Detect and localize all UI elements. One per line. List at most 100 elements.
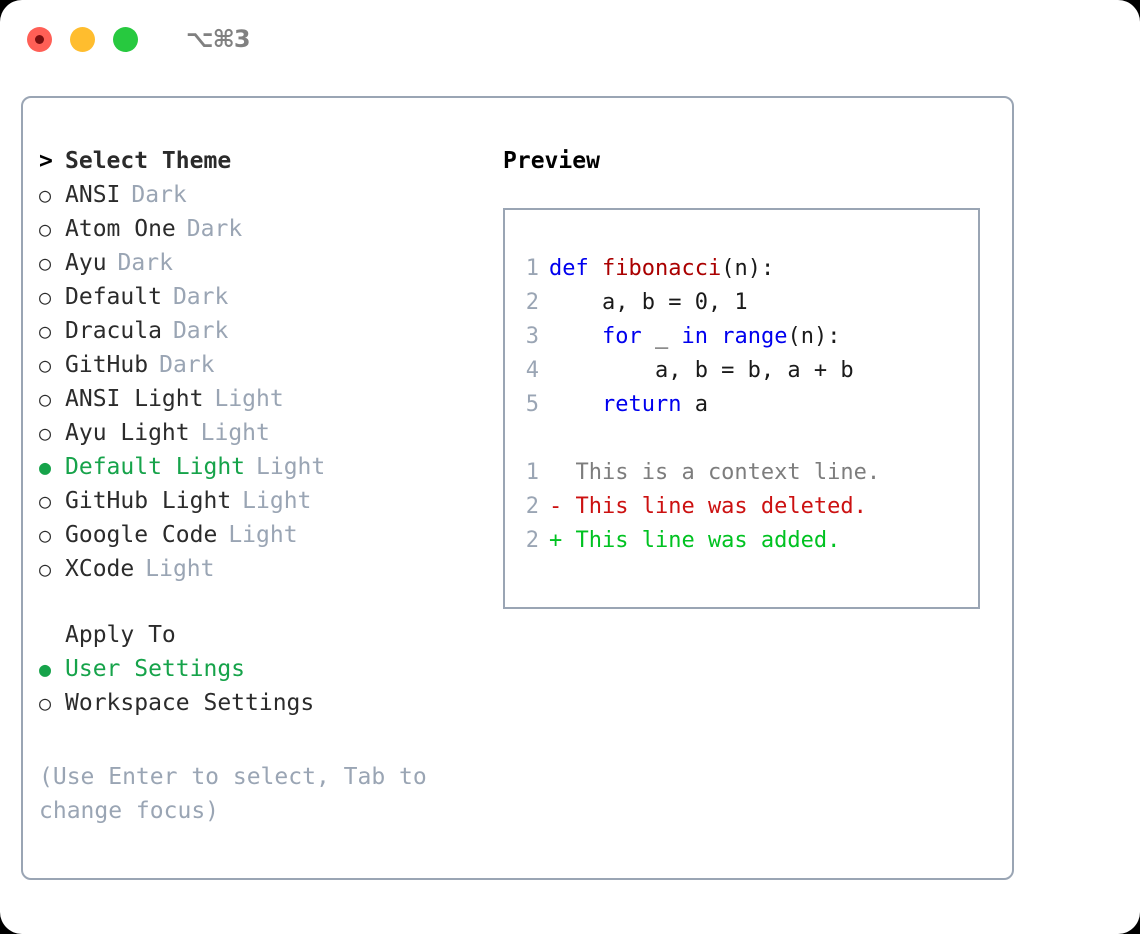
radio-unselected-icon: ○	[39, 523, 52, 547]
code-token: return	[601, 392, 682, 417]
preview-panel: Preview 1 def fibonacci(n): 2 a, b = 0, 1 3…	[503, 98, 1012, 878]
code-line-text: def fibonacci(n):	[549, 252, 774, 286]
radio-unselected-icon: ○	[39, 319, 52, 343]
theme-option-ayu[interactable]: ○ Ayu Dark	[39, 250, 503, 284]
close-dot	[35, 34, 44, 44]
radio-unselected-icon: ○	[39, 421, 52, 445]
radio-unselected-icon: ○	[39, 691, 52, 715]
theme-option-name: Atom One	[65, 216, 176, 242]
line-number: 1	[525, 256, 539, 281]
theme-option-name: Ayu	[65, 250, 107, 276]
diff-line: 2- This line was deleted.	[505, 490, 978, 524]
radio-unselected-icon: ○	[39, 285, 52, 309]
theme-option-name: ANSI	[65, 182, 121, 208]
code-token: a, b = b, a + b	[549, 358, 854, 383]
keyboard-hint: (Use Enter to select, Tab to change focu…	[39, 764, 427, 824]
apply-to-option-user-settings[interactable]: ● User Settings	[39, 656, 503, 690]
theme-option-name: GitHub	[65, 352, 149, 378]
code-line: 5 return a	[505, 388, 978, 422]
radio-selected-icon: ●	[39, 657, 52, 681]
code-token: range	[721, 324, 788, 349]
code-token: _	[641, 324, 682, 349]
code-line: 3 for _ in range(n):	[505, 320, 978, 354]
minimize-icon[interactable]	[70, 26, 95, 52]
theme-option-name: Google Code	[65, 522, 218, 548]
preview-box: 1 def fibonacci(n): 2 a, b = 0, 1 3 for _ i…	[503, 208, 980, 609]
code-line-text: return a	[549, 388, 708, 422]
code-line: 4 a, b = b, a + b	[505, 354, 978, 388]
theme-list-header: > Select Theme	[39, 148, 503, 182]
theme-option-ansi[interactable]: ○ ANSI Dark	[39, 182, 503, 216]
apply-to-option-name: Workspace Settings	[65, 690, 315, 716]
theme-option-tag: Dark	[172, 318, 229, 344]
diff-line-text: + This line was added.	[549, 528, 841, 553]
theme-option-tag: Dark	[117, 250, 173, 276]
radio-unselected-icon: ○	[39, 489, 52, 513]
apply-to-spacer-icon: ○	[39, 625, 65, 645]
diff-line-text: - This line was deleted.	[549, 494, 867, 519]
code-diff-separator	[505, 422, 978, 456]
diff-line-text: This is a context line.	[549, 460, 881, 485]
code-token: (n):	[787, 324, 841, 349]
theme-option-tag: Dark	[159, 352, 215, 378]
close-icon[interactable]	[27, 26, 52, 52]
code-token: a	[681, 392, 708, 417]
radio-unselected-icon: ○	[39, 183, 52, 207]
code-line-text: a, b = b, a + b	[549, 354, 854, 388]
diff-line: 1 This is a context line.	[505, 456, 978, 490]
keyboard-shortcut-label: ⌥⌘3	[186, 25, 251, 53]
line-number: 1	[525, 460, 539, 485]
theme-option-name: Ayu Light	[65, 420, 190, 446]
radio-unselected-icon: ○	[39, 387, 52, 411]
apply-to-options-list: ● User Settings ○ Workspace Settings	[39, 656, 503, 724]
list-gap	[39, 590, 503, 622]
line-number: 3	[525, 324, 539, 349]
theme-option-tag: Light	[242, 488, 312, 514]
radio-unselected-icon: ○	[39, 353, 52, 377]
theme-option-name: ANSI Light	[65, 386, 204, 412]
code-sample: 1 def fibonacci(n): 2 a, b = 0, 1 3 for _ i…	[505, 252, 978, 422]
code-token: a, b = 0, 1	[549, 290, 748, 315]
theme-option-tag: Dark	[131, 182, 187, 208]
code-token	[549, 392, 602, 417]
code-token	[708, 324, 721, 349]
theme-option-name: Default Light	[65, 454, 246, 480]
code-token: fibonacci	[601, 256, 722, 281]
theme-option-name: Dracula	[65, 318, 162, 344]
theme-option-github[interactable]: ○ GitHub Dark	[39, 352, 503, 386]
diff-line: 2 + This line was added.	[505, 524, 978, 558]
apply-to-label-row: ○ Apply To	[39, 622, 503, 656]
theme-option-name: XCode	[65, 556, 135, 582]
theme-option-name: Default	[65, 284, 162, 310]
window-controls	[27, 26, 138, 52]
apply-to-label: Apply To	[65, 622, 176, 648]
theme-option-dracula[interactable]: ○ Dracula Dark	[39, 318, 503, 352]
preview-title: Preview	[503, 148, 600, 174]
line-number: 2	[525, 290, 539, 315]
diff-sample: 1 This is a context line.2- This line wa…	[505, 456, 978, 558]
line-number: 5	[525, 392, 539, 417]
theme-option-tag: Light	[145, 556, 215, 582]
apply-to-option-name: User Settings	[65, 656, 246, 682]
radio-unselected-icon: ○	[39, 251, 52, 275]
line-number: 2	[525, 528, 539, 553]
theme-list-title: Select Theme	[65, 148, 232, 174]
code-token	[549, 324, 602, 349]
apply-to-option-workspace-settings[interactable]: ○ Workspace Settings	[39, 690, 503, 724]
code-line: 1 def fibonacci(n):	[505, 252, 978, 286]
code-token: (n):	[721, 256, 775, 281]
code-line-text: a, b = 0, 1	[549, 286, 748, 320]
maximize-icon[interactable]	[113, 26, 138, 52]
